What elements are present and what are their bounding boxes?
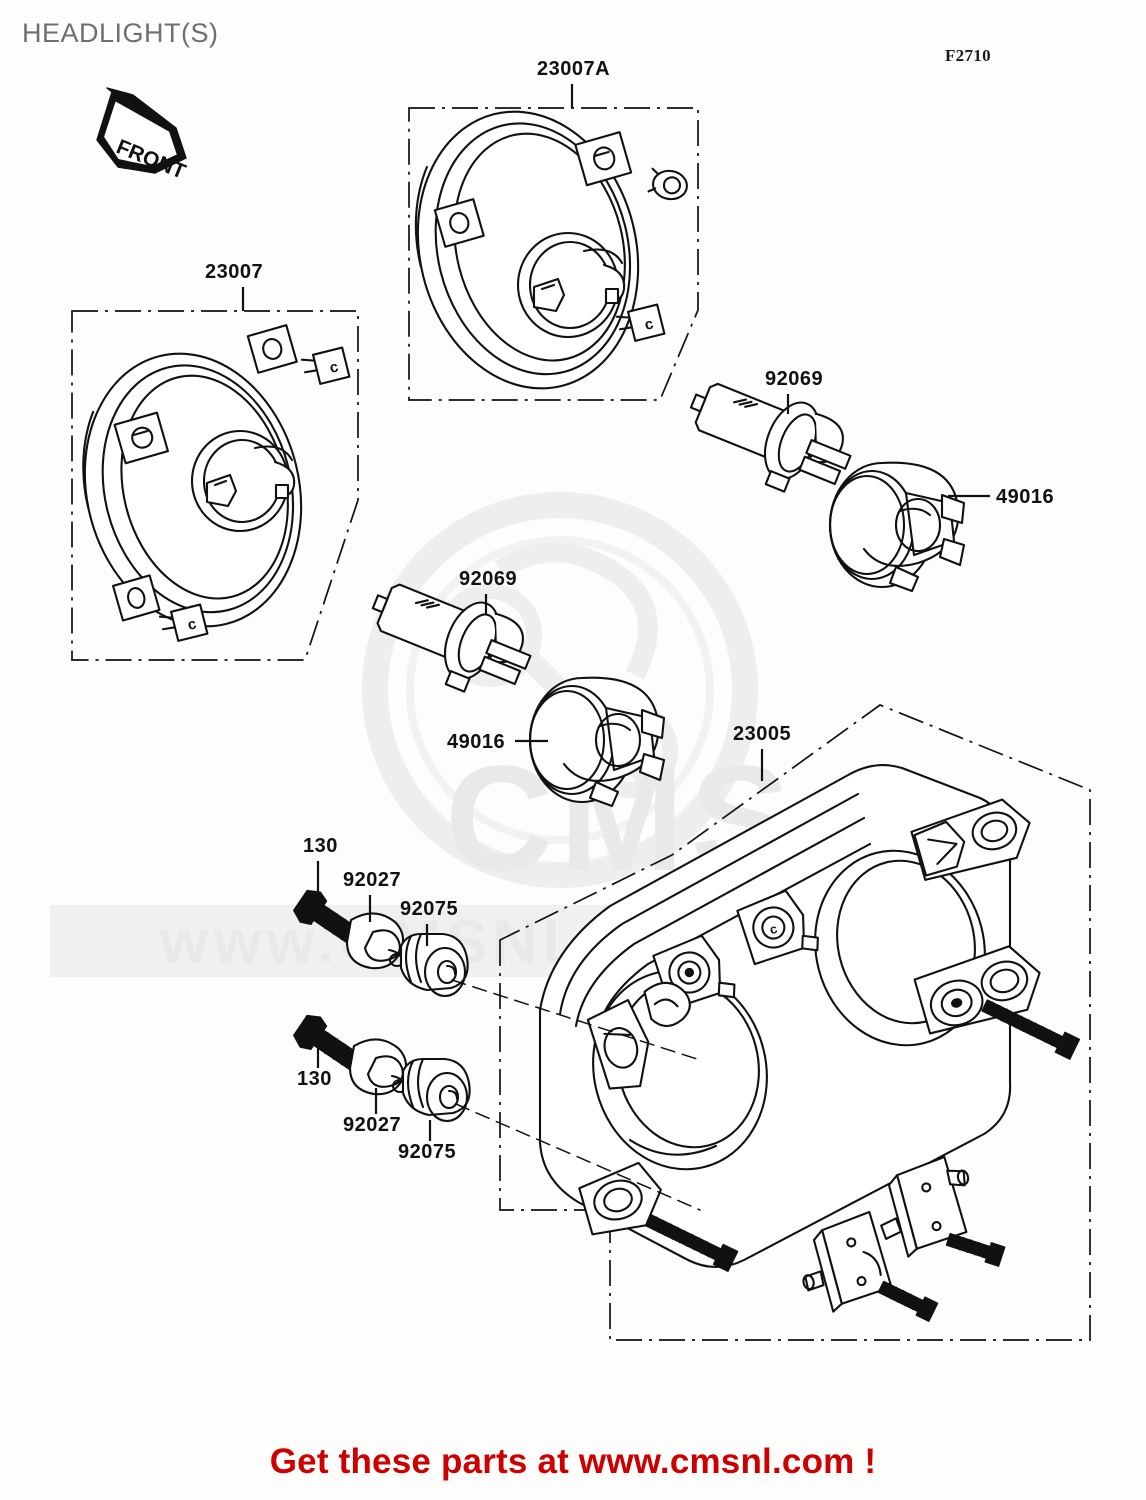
svg-text:c: c xyxy=(328,358,340,377)
page-title: HEADLIGHT(S) xyxy=(22,18,219,48)
part-art-23007A-rim: c xyxy=(414,110,688,390)
adjuster-bracket xyxy=(880,1155,970,1258)
group-box-23007 xyxy=(71,310,359,661)
part-label-49016-lower: 49016 xyxy=(447,731,548,753)
part-art-92075-upper xyxy=(399,932,469,998)
footer-cta[interactable]: Get these parts at www.cmsnl.com ! xyxy=(269,1442,877,1481)
svg-text:92027: 92027 xyxy=(343,1114,401,1136)
group-box-23007A xyxy=(408,107,699,401)
svg-text:c: c xyxy=(768,921,779,937)
part-art-49016-lower xyxy=(528,676,666,808)
group-box-23005 xyxy=(499,704,1091,1341)
diagram-code: F2710 xyxy=(945,46,991,65)
adjuster-bracket xyxy=(802,1210,893,1313)
group-label-23005: 23005 xyxy=(733,723,791,745)
svg-text:92069: 92069 xyxy=(765,368,823,390)
screw-icon xyxy=(644,1214,739,1272)
svg-text:130: 130 xyxy=(303,835,338,857)
svg-text:49016: 49016 xyxy=(996,486,1054,508)
svg-text:130: 130 xyxy=(297,1068,332,1090)
connector-icon: c xyxy=(300,346,351,385)
screw-icon xyxy=(877,1280,939,1322)
connector-icon: c xyxy=(158,603,209,642)
connector-icon: c xyxy=(615,303,666,342)
part-art-92069-upper xyxy=(689,382,852,493)
screw-icon xyxy=(647,167,688,201)
group-label-23007: 23007 xyxy=(205,261,263,283)
part-art-23007-rim: c c xyxy=(82,324,351,642)
part-label-92075-upper: 92075 xyxy=(400,898,458,946)
part-label-92069-lower: 92069 xyxy=(459,568,517,614)
svg-text:92075: 92075 xyxy=(400,898,458,920)
part-art-92069-lower xyxy=(371,583,532,693)
part-label-92069-upper: 92069 xyxy=(765,368,823,414)
part-label-49016-upper: 49016 xyxy=(948,486,1054,508)
group-label-23007A: 23007A xyxy=(537,58,610,80)
part-art-23005-housing: c xyxy=(538,764,1081,1322)
part-art-92075-lower xyxy=(401,1057,471,1123)
svg-text:c: c xyxy=(186,615,198,634)
part-label-92075-lower: 92075 xyxy=(398,1120,456,1163)
svg-text:92075: 92075 xyxy=(398,1141,456,1163)
svg-text:92027: 92027 xyxy=(343,869,401,891)
part-art-49016-upper xyxy=(828,461,966,593)
part-label-130-lower: 130 xyxy=(297,1040,332,1090)
part-label-130-upper: 130 xyxy=(303,835,338,893)
part-label-92027-lower: 92027 xyxy=(343,1088,401,1136)
svg-text:92069: 92069 xyxy=(459,568,517,590)
adjuster-pod: c xyxy=(736,889,819,966)
screw-icon xyxy=(945,1232,1006,1267)
part-art-92027-lower xyxy=(348,1038,409,1096)
svg-text:c: c xyxy=(643,315,655,334)
part-label-92027-upper: 92027 xyxy=(343,869,401,922)
screw-icon xyxy=(981,999,1081,1060)
svg-text:49016: 49016 xyxy=(447,731,505,753)
